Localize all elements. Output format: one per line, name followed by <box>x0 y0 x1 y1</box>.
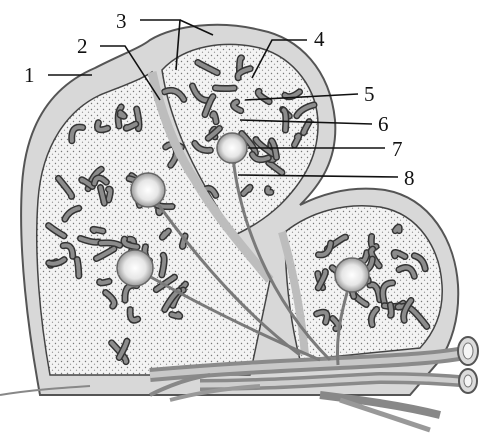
label-2: 2 <box>77 34 88 58</box>
lymphoid-nodule <box>131 173 165 207</box>
cord-segment-fill <box>109 189 111 200</box>
cord-segment-fill <box>172 314 180 316</box>
cord-segment-fill <box>93 229 103 231</box>
cord-segment-fill <box>390 305 391 315</box>
cord-segment-fill <box>120 113 124 116</box>
cord-segment-fill <box>100 281 109 282</box>
cord-segment-fill <box>215 88 234 89</box>
cord-segment-fill <box>395 227 399 231</box>
lymphoid-nodule <box>117 250 153 286</box>
lymphoid-nodule <box>335 258 369 292</box>
cord-segment-fill <box>77 260 79 276</box>
lymphoid-nodule <box>217 133 247 163</box>
label-7: 7 <box>392 137 403 161</box>
label-4: 4 <box>314 27 325 51</box>
label-8: 8 <box>404 166 415 190</box>
label-6: 6 <box>378 112 389 136</box>
label-3: 3 <box>116 9 127 33</box>
label-5: 5 <box>364 82 375 106</box>
cord-segment-fill <box>284 110 286 130</box>
label-1: 1 <box>24 63 35 87</box>
